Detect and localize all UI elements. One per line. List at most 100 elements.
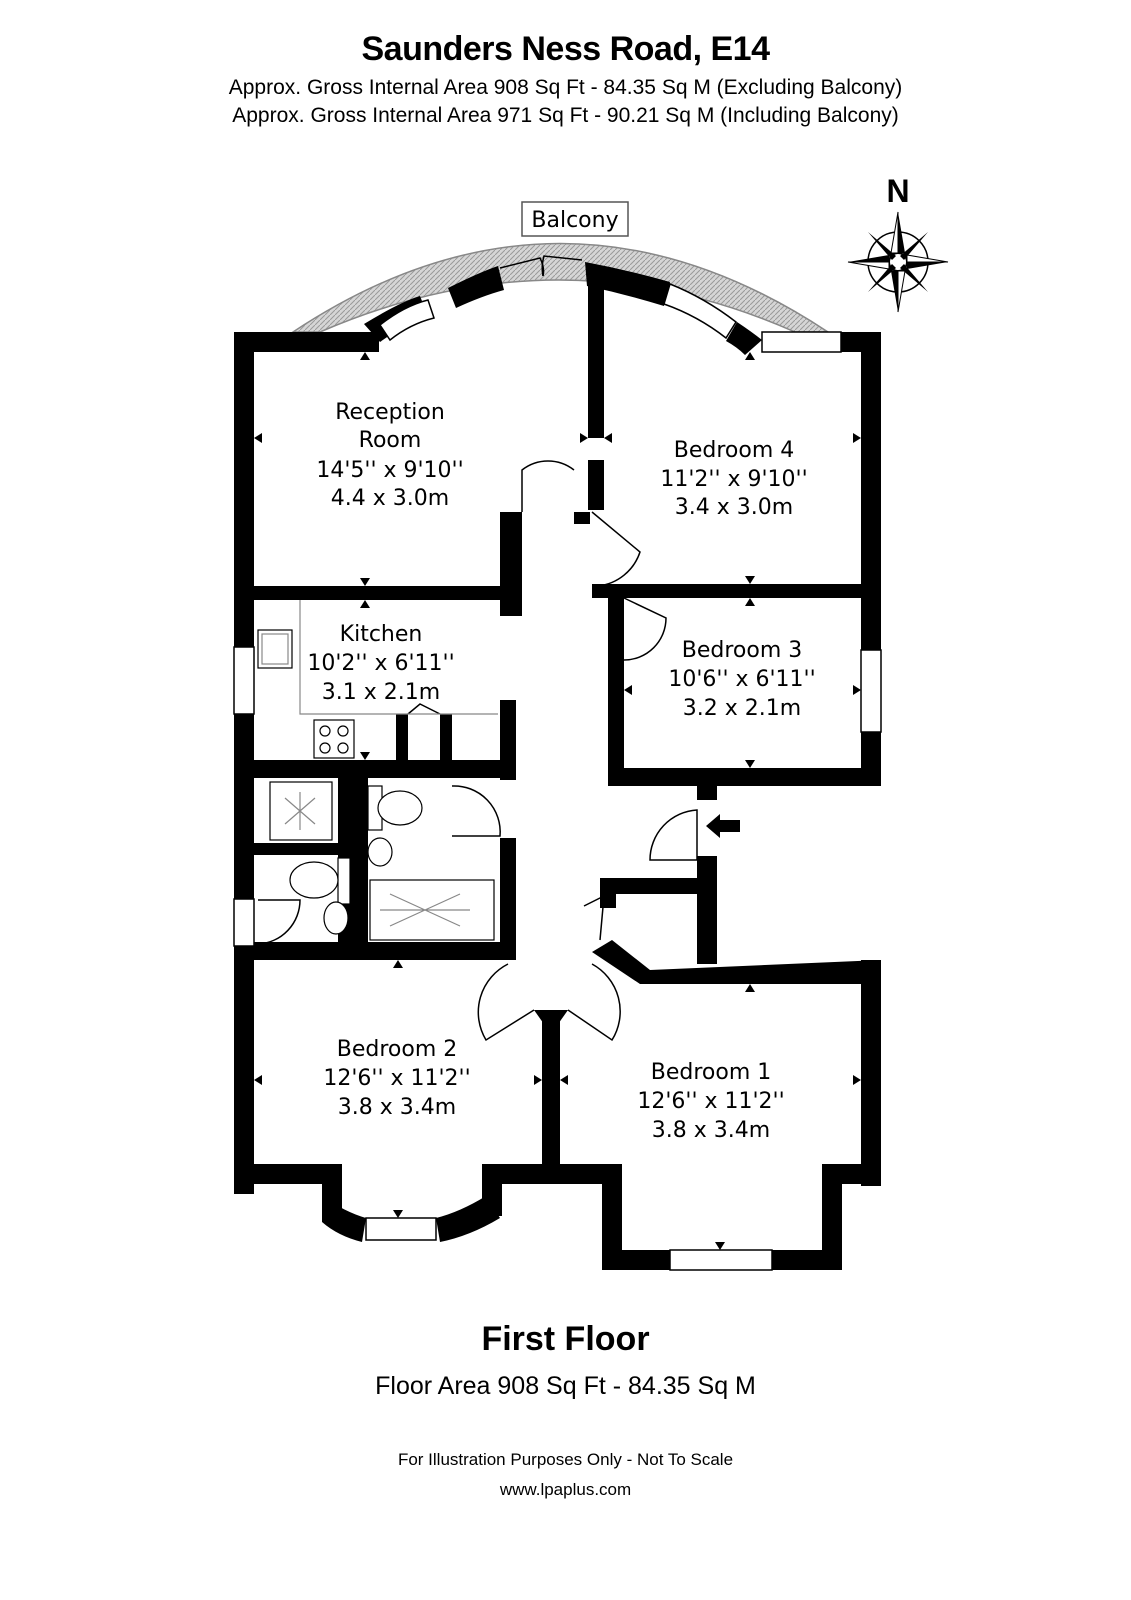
kitchen-imperial: 10'2'' x 6'11'' xyxy=(307,651,454,676)
doors xyxy=(257,460,698,1042)
kitchen-sink-icon xyxy=(257,629,293,669)
window-bedroom4 xyxy=(761,331,842,353)
compass: N xyxy=(847,173,949,313)
wall-left-mid xyxy=(234,714,254,899)
bathroom-basin-icon xyxy=(367,837,393,867)
wall-bed1-bay-right xyxy=(822,1164,842,1270)
door-bathroom xyxy=(451,785,501,837)
wall-bed1-bay-bottom-left xyxy=(602,1250,670,1270)
wall-left-lower xyxy=(234,946,254,1194)
window-bedroom2 xyxy=(365,1217,437,1241)
windows xyxy=(233,282,882,1271)
floor-area: Floor Area 908 Sq Ft - 84.35 Sq M xyxy=(375,1372,756,1400)
bedroom4-metric: 3.4 x 3.0m xyxy=(675,495,793,520)
window-reception-a xyxy=(378,299,435,342)
dimension-arrows xyxy=(254,352,861,1250)
plan-title: Saunders Ness Road, E14 xyxy=(361,30,770,68)
bedroom4-name: Bedroom 4 xyxy=(674,438,795,463)
kitchen-metric: 3.1 x 2.1m xyxy=(322,680,440,705)
wall-partition-bed4-lower xyxy=(588,460,604,510)
wall-bedrooms-divider xyxy=(542,1018,560,1164)
wall-reception-corner xyxy=(500,512,522,616)
room-kitchen: Kitchen 10'2'' x 6'11'' 3.1 x 2.1m xyxy=(307,622,454,705)
wall-bed3-left xyxy=(608,598,624,786)
ensuite-basin-icon xyxy=(323,901,349,935)
gross-area-excluding-balcony: Approx. Gross Internal Area 908 Sq Ft - … xyxy=(228,76,903,99)
kitchen-hob-icon xyxy=(313,719,355,759)
balcony: Balcony xyxy=(290,201,831,333)
balcony-label-box xyxy=(521,201,629,237)
door-entrance xyxy=(649,809,698,861)
bedroom1-name: Bedroom 1 xyxy=(651,1060,772,1085)
wall-left-upper xyxy=(234,332,254,647)
bedroom1-metric: 3.8 x 3.4m xyxy=(652,1118,770,1143)
wall-reception-curve-b xyxy=(448,266,504,308)
reception-name-line1: Reception xyxy=(335,400,445,425)
door-cupboard xyxy=(583,894,605,941)
wall-entrance-lower xyxy=(697,856,717,964)
gross-area-including-balcony: Approx. Gross Internal Area 971 Sq Ft - … xyxy=(232,104,899,127)
wall-bed2-bottom-right xyxy=(482,1164,560,1184)
floor-name: First Floor xyxy=(481,1320,650,1358)
website-link[interactable]: www.lpaplus.com xyxy=(499,1480,632,1499)
door-bedroom3 xyxy=(623,597,667,661)
kitchen-name: Kitchen xyxy=(340,622,423,647)
door-bedroom2 xyxy=(477,963,535,1042)
window-ensuite xyxy=(233,898,255,947)
wall-entrance-top xyxy=(697,768,717,800)
wall-bed4-curve-a xyxy=(585,262,670,306)
wall-kitchen-bottom xyxy=(234,760,514,778)
wall-bed4-door-jamb xyxy=(574,512,590,524)
door-bedroom1 xyxy=(567,963,621,1042)
wall-reception-bottom xyxy=(234,586,514,600)
wall-bed2-bottom-left xyxy=(234,1164,326,1184)
room-bedroom1: Bedroom 1 12'6'' x 11'2'' 3.8 x 3.4m xyxy=(637,1060,784,1143)
window-bedroom3 xyxy=(860,649,882,733)
wall-cupboard-left xyxy=(600,878,616,908)
wall-ensuite-shower xyxy=(254,843,340,855)
reception-imperial: 14'5'' x 9'10'' xyxy=(316,458,463,483)
wall-top-left xyxy=(234,332,379,352)
wall-kitchen-cupboard-b xyxy=(440,714,452,762)
wall-partition-reception-bed4 xyxy=(588,282,604,438)
balcony-label: Balcony xyxy=(531,208,618,233)
wall-bed1-right xyxy=(861,960,881,1186)
door-reception xyxy=(521,460,575,512)
wall-bed4-curve-b xyxy=(726,322,762,355)
bedroom3-name: Bedroom 3 xyxy=(682,638,803,663)
balcony-doors xyxy=(499,255,583,277)
bathroom-toilet-icon xyxy=(377,790,423,826)
wall-bathroom-bottom xyxy=(254,942,516,960)
door-bedroom4 xyxy=(591,511,641,587)
bedroom2-name: Bedroom 2 xyxy=(337,1037,458,1062)
bedroom1-imperial: 12'6'' x 11'2'' xyxy=(637,1089,784,1114)
window-bedroom4-curve xyxy=(663,282,737,340)
disclaimer: For Illustration Purposes Only - Not To … xyxy=(397,1450,734,1469)
reception-metric: 4.4 x 3.0m xyxy=(331,486,449,511)
ensuite-shower-icon xyxy=(269,781,333,841)
wall-bathroom-right xyxy=(500,838,516,958)
room-reception: Reception Room 14'5'' x 9'10'' 4.4 x 3.0… xyxy=(316,400,463,511)
wall-bed2-bay-curve-left xyxy=(322,1196,366,1242)
wall-cupboard-top xyxy=(600,878,700,894)
wall-right-upper xyxy=(861,332,881,650)
bedroom3-metric: 3.2 x 2.1m xyxy=(683,696,801,721)
kitchen-fittings xyxy=(257,600,498,759)
bedroom2-metric: 3.8 x 3.4m xyxy=(338,1095,456,1120)
wall-bed1-bottom-right xyxy=(822,1164,881,1184)
walls xyxy=(234,262,881,1270)
bedroom4-imperial: 11'2'' x 9'10'' xyxy=(660,467,807,492)
wall-bed3-bottom xyxy=(608,768,881,786)
ensuite-toilet-icon xyxy=(289,861,339,899)
window-bedroom1 xyxy=(669,1249,773,1271)
room-bedroom3: Bedroom 3 10'6'' x 6'11'' 3.2 x 2.1m xyxy=(668,638,815,721)
wall-bed1-top xyxy=(592,940,881,984)
bathroom-fittings xyxy=(269,781,495,941)
entrance-arrow-icon xyxy=(706,814,740,838)
wall-divider-point xyxy=(534,1010,568,1034)
reception-name-line2: Room xyxy=(359,428,422,453)
compass-north-label: N xyxy=(886,173,909,209)
window-kitchen xyxy=(233,646,255,715)
room-bedroom4: Bedroom 4 11'2'' x 9'10'' 3.4 x 3.0m xyxy=(660,438,807,520)
